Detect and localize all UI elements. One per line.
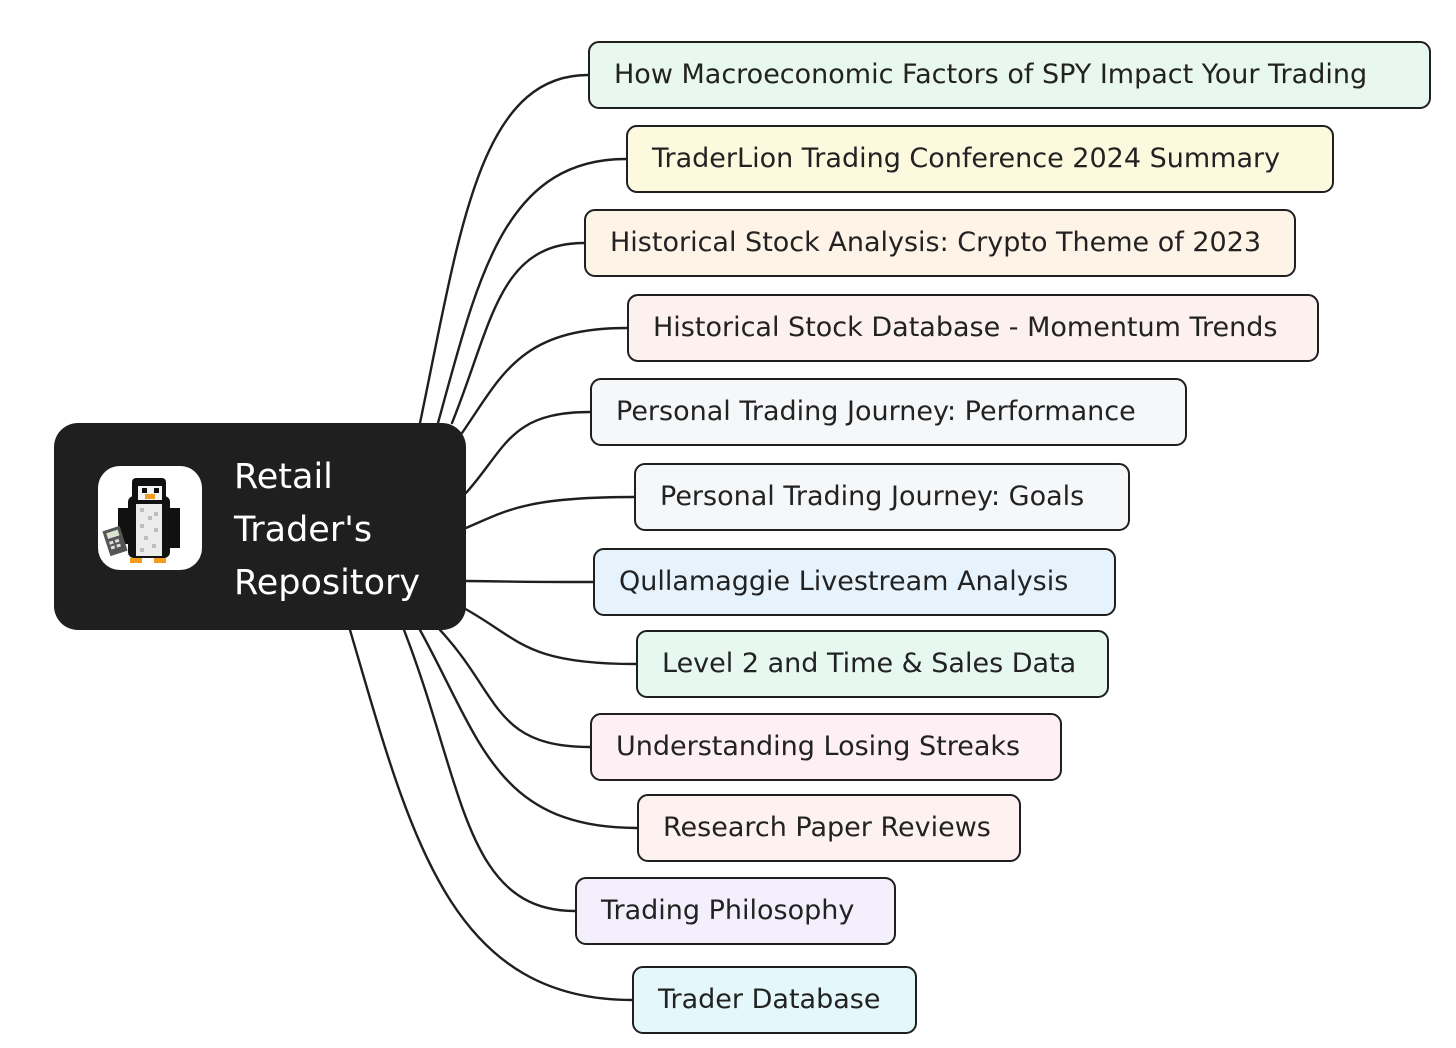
topic-macroeconomic-spy[interactable]: How Macroeconomic Factors of SPY Impact … <box>588 41 1431 109</box>
connector-line <box>402 628 577 913</box>
topic-trader-database[interactable]: Trader Database <box>632 966 917 1034</box>
connector-line <box>418 628 639 830</box>
topic-historical-momentum[interactable]: Historical Stock Database - Momentum Tre… <box>627 294 1319 362</box>
connector-line <box>460 326 629 435</box>
topic-historical-crypto[interactable]: Historical Stock Analysis: Crypto Theme … <box>584 209 1296 277</box>
topic-losing-streaks[interactable]: Understanding Losing Streaks <box>590 713 1062 781</box>
root-title-line: Repository <box>234 563 421 603</box>
connector-line <box>450 241 586 425</box>
root-node[interactable]: Retail Trader's Repository <box>54 423 466 630</box>
connector-line <box>458 604 638 666</box>
penguin-logo-icon <box>98 466 202 570</box>
topic-traderlion-conference[interactable]: TraderLion Trading Conference 2024 Summa… <box>626 125 1334 193</box>
connector-line <box>464 410 592 495</box>
connector-line <box>464 579 595 584</box>
topic-level2-time-sales[interactable]: Level 2 and Time & Sales Data <box>636 630 1109 698</box>
connector-line <box>438 628 592 749</box>
topic-qullamaggie[interactable]: Qullamaggie Livestream Analysis <box>593 548 1116 616</box>
connector-line <box>464 495 636 530</box>
root-title: Retail Trader's Repository <box>234 451 420 610</box>
root-title-line: Trader's <box>234 510 373 550</box>
topic-trading-philosophy[interactable]: Trading Philosophy <box>575 877 896 945</box>
topic-journey-performance[interactable]: Personal Trading Journey: Performance <box>590 378 1187 446</box>
topic-research-papers[interactable]: Research Paper Reviews <box>637 794 1021 862</box>
root-title-line: Retail <box>234 457 333 497</box>
connector-line <box>348 628 634 1002</box>
connector-line <box>418 73 590 425</box>
topic-journey-goals[interactable]: Personal Trading Journey: Goals <box>634 463 1130 531</box>
connector-line <box>436 157 628 425</box>
